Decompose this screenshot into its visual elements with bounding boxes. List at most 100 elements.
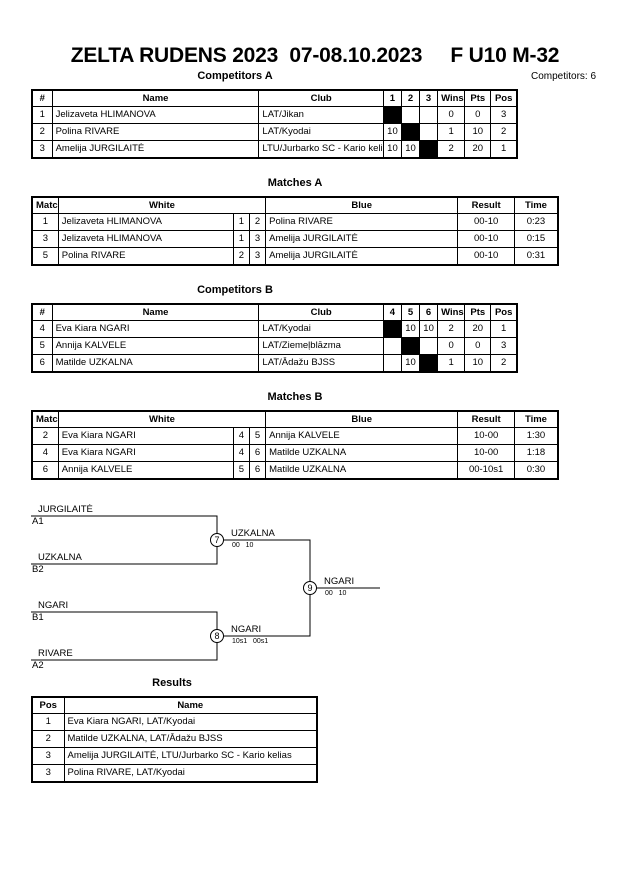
table-row: 6 Matilde UZKALNA LAT/Ādažu BJSS 10 1 10… [31,354,518,373]
final-winner: NGARI [324,576,355,587]
match-result: 10-00 [457,444,515,462]
table-row: 2 Eva Kiara NGARI 4 5 Annija KALVELE 10-… [31,427,559,445]
competitors-count: Competitors: 6 [531,71,597,82]
table-row: 2 Matilde UZKALNA, LAT/Ādažu BJSS [31,730,318,748]
competitors-a-table: # Name Club 1 2 3 Wins Pts Pos 1 Jelizav… [31,89,518,159]
competitor-club: LAT/Kyodai [258,123,384,141]
page-title: ZELTA RUDENS 2023 07-08.10.2023 F U10 M-… [70,44,560,67]
table-header-row: Match White Blue Result Time [31,410,559,428]
competitor-number: 5 [31,337,53,355]
matches-a-table: Match White Blue Result Time 1 Jelizavet… [31,196,559,266]
bracket-entry-name: UZKALNA [38,552,82,563]
competitor-club: LAT/Ziemeļblāzma [258,337,384,355]
results-table: Pos Name 1 Eva Kiara NGARI, LAT/Kyodai 2… [31,696,318,783]
match-result: 00-10 [457,230,515,248]
col-header: Pos [490,89,518,107]
competitor-name: Matilde UZKALNA [51,354,260,373]
match-number: 6 [31,461,59,480]
competitor-club: LAT/Ādažu BJSS [258,354,384,373]
white-competitor: Jelizaveta HLIMANOVA [57,230,234,248]
match-score: 10s1 00s1 [232,638,269,645]
competitors-b-heading: Competitors B [197,284,273,296]
col-header: Pos [31,696,65,714]
score-cell [400,123,421,141]
competitors-b-table: # Name Club 4 5 6 Wins Pts Pos 4 Eva Kia… [31,303,518,373]
blue-number: 3 [248,247,267,266]
match-score: 00 10 [232,542,254,549]
match-time: 0:15 [513,230,559,248]
table-row: 3 Amelija JURGILAITĖ, LTU/Jurbarko SC - … [31,747,318,765]
competitor-number: 3 [31,140,53,159]
table-header-row: Pos Name [31,696,318,714]
position-cell: 3 [490,337,518,355]
result-position: 1 [31,713,65,731]
table-row: 3 Jelizaveta HLIMANOVA 1 3 Amelija JURGI… [31,230,559,248]
competitor-club: LTU/Jurbarko SC - Kario kelias [258,140,384,159]
table-row: 4 Eva Kiara NGARI LAT/Kyodai 10 10 2 20 … [31,320,518,338]
table-row: 3 Polina RIVARE, LAT/Kyodai [31,764,318,783]
blue-competitor: Matilde UZKALNA [265,461,459,480]
bracket-entry-name: NGARI [38,600,69,611]
result-name: Polina RIVARE, LAT/Kyodai [63,764,318,783]
result-name: Eva Kiara NGARI, LAT/Kyodai [63,713,318,731]
match-winner: UZKALNA [231,528,275,539]
match-number: 5 [31,247,59,266]
match-number: 3 [31,230,59,248]
score-cell [419,354,439,373]
match-winner: NGARI [231,624,262,635]
blue-number: 6 [248,444,267,462]
score-cell [400,337,421,355]
match-number: 4 [31,444,59,462]
match-time: 0:31 [513,247,559,266]
results-heading: Results [152,677,192,689]
matches-a-heading: Matches A [267,177,323,189]
result-position: 3 [31,747,65,765]
match-time: 1:18 [513,444,559,462]
blue-competitor: Amelija JURGILAITĖ [265,247,459,266]
position-cell: 1 [490,140,518,159]
bracket-entry-name: RIVARE [38,648,73,659]
competitor-number: 2 [31,123,53,141]
match-result: 00-10 [457,247,515,266]
matches-b-table: Match White Blue Result Time 2 Eva Kiara… [31,410,559,480]
table-row: 3 Amelija JURGILAITĖ LTU/Jurbarko SC - K… [31,140,518,159]
match-number-badge: 7 [210,533,224,547]
table-row: 2 Polina RIVARE LAT/Kyodai 10 1 10 2 [31,123,518,141]
table-row: 5 Polina RIVARE 2 3 Amelija JURGILAITĖ 0… [31,247,559,266]
bracket-entry-seed: A2 [32,660,44,671]
competitors-a-heading: Competitors A [197,70,273,82]
result-position: 2 [31,730,65,748]
bracket-entry-seed: B2 [32,564,44,575]
blue-competitor: Amelija JURGILAITĖ [265,230,459,248]
result-name: Matilde UZKALNA, LAT/Ādažu BJSS [63,730,318,748]
bracket-entry-name: JURGILAITĖ [38,504,93,515]
bracket-entry-seed: A1 [32,516,44,527]
result-name: Amelija JURGILAITĖ, LTU/Jurbarko SC - Ka… [63,747,318,765]
table-header-row: # Name Club 1 2 3 Wins Pts Pos [31,89,518,107]
score-cell [419,140,439,159]
position-cell: 2 [490,123,518,141]
competitor-name: Annija KALVELE [51,337,260,355]
col-header: Name [63,696,318,714]
blue-competitor: Matilde UZKALNA [265,444,459,462]
position-cell: 2 [490,354,518,373]
competitor-name: Polina RIVARE [51,123,260,141]
match-number-badge: 9 [303,581,317,595]
table-row: 1 Jelizaveta HLIMANOVA LAT/Jikan 0 0 3 [31,106,518,124]
white-competitor: Annija KALVELE [57,461,234,480]
table-header-row: # Name Club 4 5 6 Wins Pts Pos [31,303,518,321]
table-row: 5 Annija KALVELE LAT/Ziemeļblāzma 0 0 3 [31,337,518,355]
result-position: 3 [31,764,65,783]
match-number-badge: 8 [210,629,224,643]
wins-cell: 0 [437,337,466,355]
competitor-name: Amelija JURGILAITĖ [51,140,260,159]
wins-cell: 1 [437,354,466,373]
table-row: 4 Eva Kiara NGARI 4 6 Matilde UZKALNA 10… [31,444,559,462]
matches-b-heading: Matches B [267,391,323,403]
blue-number: 3 [248,230,267,248]
table-row: 1 Eva Kiara NGARI, LAT/Kyodai [31,713,318,731]
blue-number: 6 [248,461,267,480]
white-competitor: Eva Kiara NGARI [57,444,234,462]
table-row: 6 Annija KALVELE 5 6 Matilde UZKALNA 00-… [31,461,559,480]
score-cell: 10 [382,123,402,141]
